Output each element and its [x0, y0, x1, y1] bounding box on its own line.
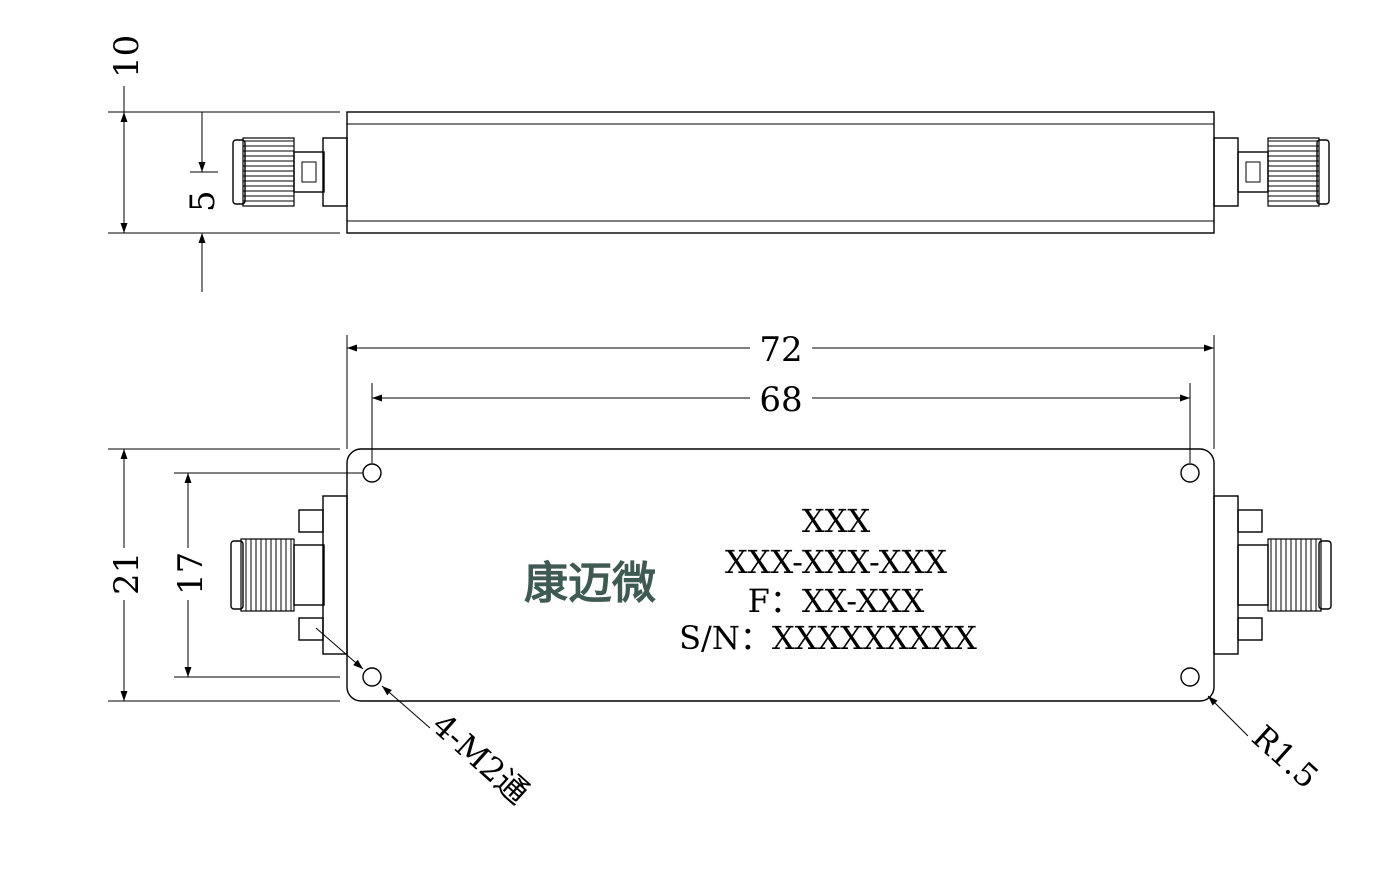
label-line-2: XXX-XXX-XXX	[725, 543, 947, 581]
side-view: 10 5	[107, 35, 1330, 292]
dim-hole-spacing: 68	[759, 380, 802, 420]
side-left-connector	[232, 137, 348, 207]
label-line-3: F：XX-XXX	[748, 582, 925, 620]
mounting-hole-callout: 4-M2通	[425, 706, 537, 812]
mounting-hole-top-left	[362, 463, 382, 483]
mounting-hole-top-right	[1180, 463, 1200, 483]
side-right-connector	[1213, 137, 1330, 207]
mounting-hole-bottom-left	[362, 667, 382, 687]
dim-top-height: 10	[107, 35, 147, 78]
plan-right-connector	[1213, 495, 1332, 655]
dim-hole-spacing-vertical: 17	[171, 552, 211, 595]
dim-overall-length: 72	[759, 330, 802, 370]
dim-connector-offset: 5	[183, 190, 223, 212]
plan-left-connector	[230, 495, 348, 655]
corner-radius-callout: R1.5	[1245, 718, 1326, 796]
label-line-4: S/N：XXXXXXXXX	[679, 619, 977, 657]
plan-view: 72 68 21 17 4-M2通 R1.5 XXX XXX-XXX-XXX F…	[107, 330, 1332, 812]
label-line-1: XXX	[802, 502, 871, 540]
dim-overall-width: 21	[107, 552, 147, 595]
mounting-hole-bottom-right	[1180, 667, 1200, 687]
side-view-body	[346, 111, 1215, 234]
brand-logo-text: 康迈微	[524, 558, 656, 609]
